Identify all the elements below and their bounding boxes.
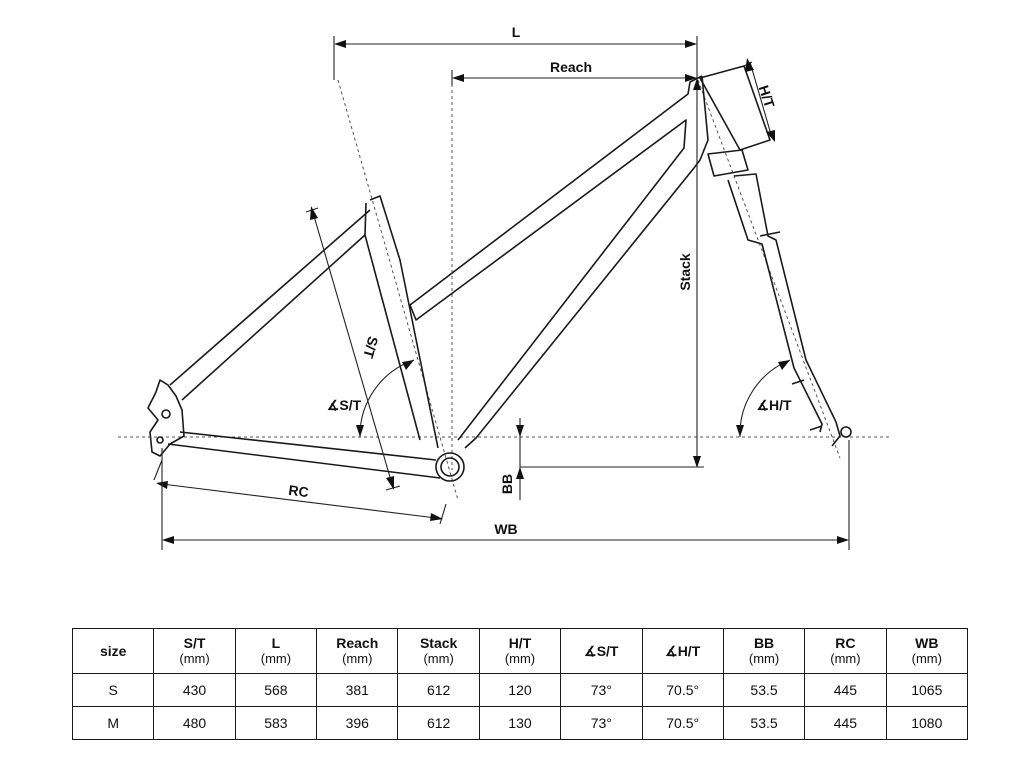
- fork-left: [727, 179, 823, 433]
- label-L: L: [512, 24, 521, 40]
- label-ht: H/T: [756, 83, 778, 110]
- table-cell: 70.5°: [641, 706, 724, 740]
- label-st: S/T: [360, 335, 381, 361]
- rear-dropout: [147, 379, 185, 457]
- dropout-hole: [161, 409, 171, 419]
- dim-st: S/T: [305, 206, 401, 491]
- table-cell: 612: [397, 706, 480, 740]
- table-header-cell: L(mm): [234, 628, 318, 674]
- table-header-cell: WB(mm): [885, 628, 969, 674]
- fork-right: [733, 173, 841, 447]
- seat-tube: [369, 195, 439, 449]
- fork-boss-1: [791, 379, 805, 385]
- table-cell: 53.5: [722, 673, 806, 707]
- table-cell: 381: [316, 673, 399, 707]
- seat-stay: [181, 234, 366, 401]
- table-cell: 73°: [560, 706, 643, 740]
- front-axle: [840, 426, 852, 438]
- dim-wb: WB: [161, 440, 850, 550]
- bottom-bracket: [435, 452, 465, 482]
- dim-bb: BB: [499, 418, 524, 500]
- seat-angle-guide: [337, 79, 459, 501]
- label-stack: Stack: [677, 253, 693, 291]
- dim-st-angle: ∡S/T: [327, 359, 415, 438]
- dim-reach: Reach: [451, 59, 697, 85]
- table-cell: 583: [234, 706, 318, 740]
- table-row: M 480 583 396 612 130 73° 70.5° 53.5 445…: [71, 706, 969, 740]
- table-header-cell: H/T(mm): [478, 628, 562, 674]
- table-cell: 430: [153, 673, 236, 707]
- down-tube: [464, 75, 709, 449]
- table-header-cell: BB(mm): [722, 628, 806, 674]
- table-cell: M: [71, 706, 155, 740]
- table-cell: 1080: [885, 706, 969, 740]
- dropout-hole-2: [156, 436, 164, 444]
- bike-frame: [147, 65, 852, 482]
- top-tube: [409, 75, 703, 441]
- table-header-cell: ∡H/T: [641, 628, 724, 674]
- fork-boss-2: [809, 425, 823, 431]
- dim-L: L: [333, 24, 698, 80]
- table-cell: 445: [804, 673, 887, 707]
- label-bb: BB: [499, 474, 515, 494]
- table-cell: S: [71, 673, 155, 707]
- dim-rc: RC: [153, 459, 447, 525]
- seat-stay-upper: [169, 209, 371, 386]
- table-header-cell: size: [71, 628, 155, 674]
- table-cell: 568: [234, 673, 318, 707]
- bottom-bracket-inner: [440, 457, 460, 477]
- table-header-cell: ∡S/T: [560, 628, 643, 674]
- geometry-table: size S/T(mm) L(mm) Reach(mm) Stack(mm) H…: [71, 628, 969, 740]
- table-cell: 53.5: [722, 706, 806, 740]
- table-cell: 73°: [560, 673, 643, 707]
- table-cell: 1065: [885, 673, 969, 707]
- table-cell: 480: [153, 706, 236, 740]
- table-header-cell: Reach(mm): [316, 628, 399, 674]
- label-ht-angle: ∡H/T: [756, 397, 792, 413]
- table-cell: 612: [397, 673, 480, 707]
- table-header-cell: S/T(mm): [153, 628, 236, 674]
- head-tube: [699, 65, 771, 151]
- table-row: S 430 568 381 612 120 73° 70.5° 53.5 445…: [71, 673, 969, 707]
- table-header-row: size S/T(mm) L(mm) Reach(mm) Stack(mm) H…: [71, 628, 969, 674]
- table-header-cell: Stack(mm): [397, 628, 480, 674]
- label-wb: WB: [494, 521, 517, 537]
- label-st-angle: ∡S/T: [327, 397, 362, 413]
- label-rc: RC: [288, 482, 310, 500]
- table-cell: 70.5°: [641, 673, 724, 707]
- label-reach: Reach: [550, 59, 592, 75]
- table-header-cell: RC(mm): [804, 628, 887, 674]
- dim-stack: Stack: [520, 78, 704, 468]
- headtube-guide: [697, 79, 841, 459]
- fork-crown: [707, 149, 749, 177]
- chain-stay-lower: [167, 443, 441, 479]
- frame-geometry-diagram: L Reach H/T Stack S/T ∡S/T: [118, 24, 890, 550]
- fork-seal: [759, 231, 781, 237]
- dim-ht: H/T: [743, 58, 778, 142]
- table-cell: 130: [478, 706, 562, 740]
- chain-stay-upper: [179, 431, 437, 461]
- table-cell: 120: [478, 673, 562, 707]
- dim-ht-angle: ∡H/T: [736, 359, 792, 438]
- table-cell: 445: [804, 706, 887, 740]
- table-cell: 396: [316, 706, 399, 740]
